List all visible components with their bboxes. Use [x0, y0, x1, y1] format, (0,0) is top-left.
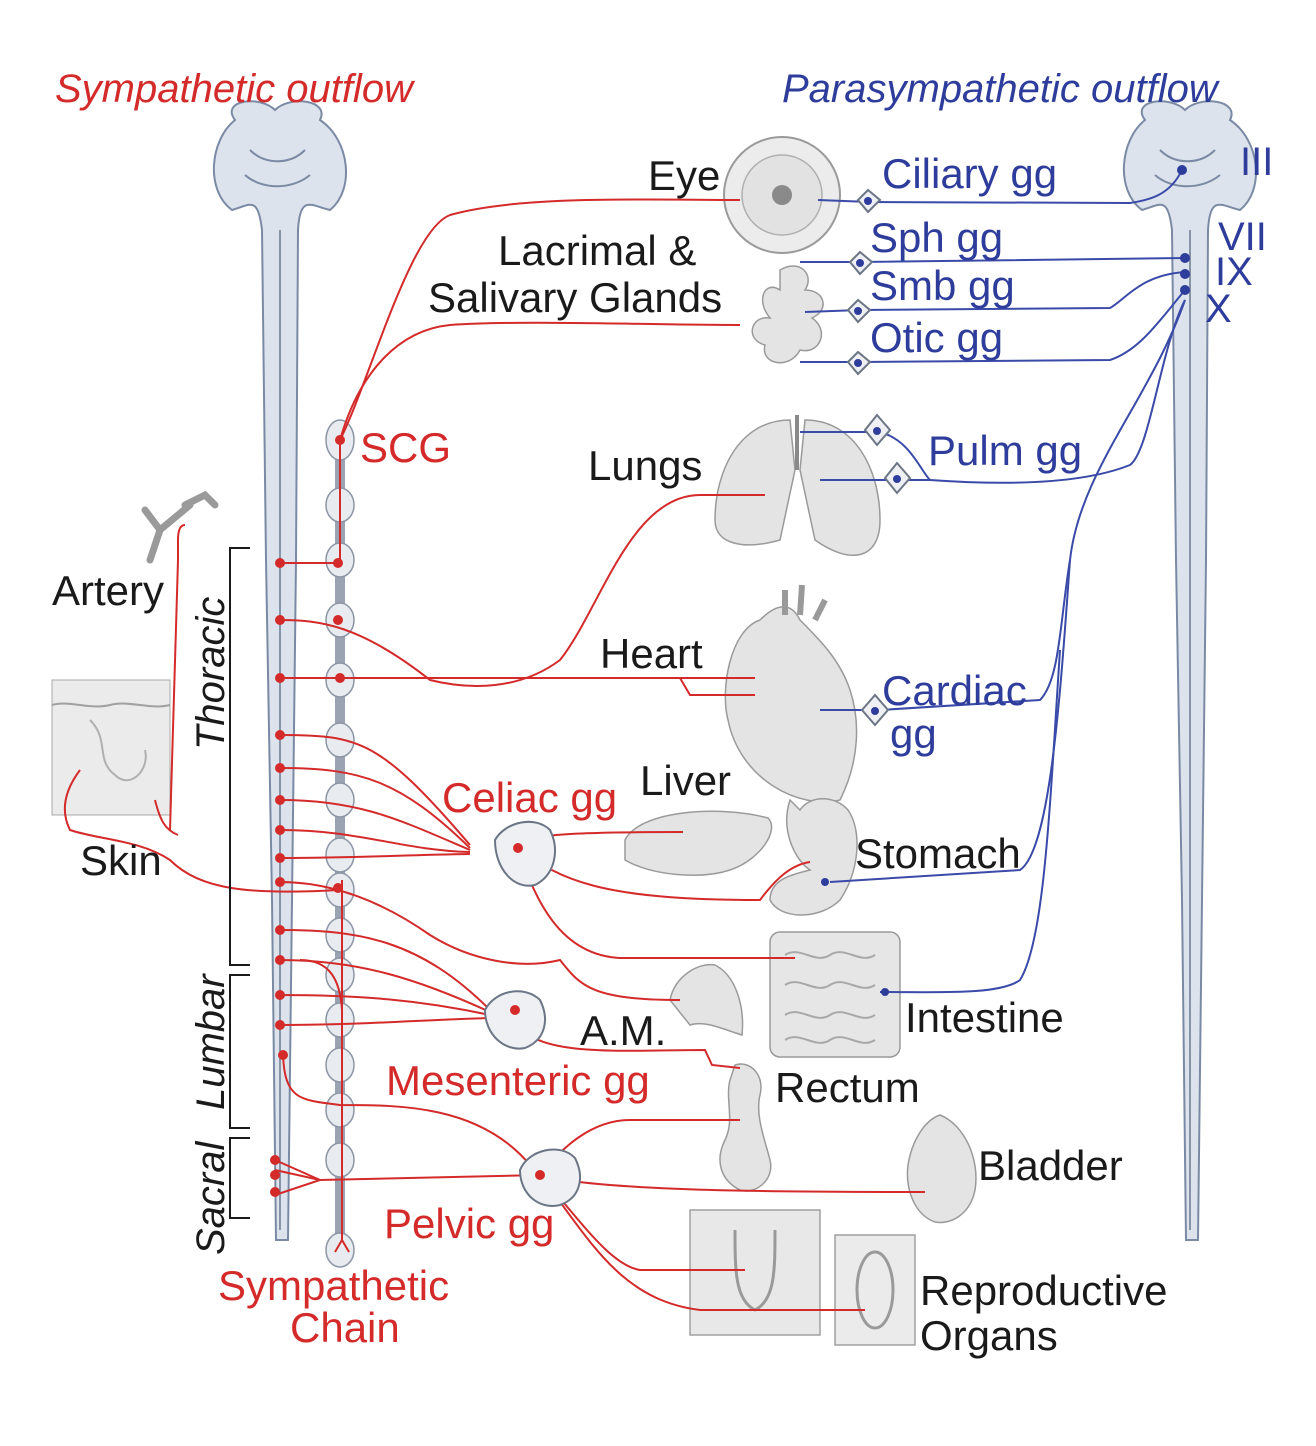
liver-graphic	[624, 810, 773, 876]
sympathetic-outflow-title: Sympathetic outflow	[55, 67, 416, 111]
adrenal-medulla-graphic	[669, 963, 744, 1036]
sphenopalatine-ganglion	[848, 250, 874, 276]
salivary-glands-graphic	[751, 265, 824, 364]
pulm-gg-label: Pulm gg	[928, 427, 1082, 474]
intestine-graphic	[769, 931, 901, 1058]
preganglionic-dot	[270, 1170, 280, 1180]
eye-label: Eye	[648, 152, 720, 199]
preganglionic-dot	[275, 1020, 285, 1030]
reproductive-organs-label-line1: Reproductive	[920, 1267, 1167, 1314]
sympathetic-chain-ganglion	[325, 1047, 355, 1083]
cranial-nerve-x-label: X	[1205, 287, 1232, 331]
artery-graphic	[141, 490, 219, 564]
sympathetic-chain-ganglion	[325, 782, 355, 818]
cardiac-gg-label-line1: Cardiac	[882, 667, 1027, 714]
pelvic-gg-label: Pelvic gg	[384, 1200, 554, 1247]
lungs-label: Lungs	[588, 442, 702, 489]
celiac-ganglion	[493, 820, 556, 887]
preganglionic-dot	[275, 763, 285, 773]
sacral-region-label: Sacral	[189, 1141, 233, 1255]
preganglionic-dot	[275, 925, 285, 935]
scg-label: SCG	[360, 424, 451, 471]
preganglionic-dot	[270, 1187, 280, 1197]
mesenteric-ganglion	[483, 990, 546, 1050]
sympathetic-chain-ganglion	[325, 1232, 355, 1268]
sympathetic-chain-ganglion	[325, 837, 355, 873]
sympathetic-chain-ganglion	[325, 1142, 355, 1178]
heart-graphic	[724, 584, 858, 803]
preganglionic-dot	[270, 1155, 280, 1165]
preganglionic-dot	[278, 1050, 288, 1060]
pulmonary-ganglia	[863, 413, 912, 495]
cranial-nerve-ix-label: IX	[1215, 250, 1253, 294]
smb-gg-label: Smb gg	[870, 262, 1015, 309]
parasympathetic-pathways	[800, 169, 1186, 994]
organ-graphics	[51, 136, 977, 1346]
glands-label-line2: Salivary Glands	[428, 274, 722, 321]
adrenal-medulla-label: A.M.	[580, 1007, 666, 1054]
preganglionic-dot	[275, 795, 285, 805]
sympathetic-chain-ganglion	[325, 1002, 355, 1038]
artery-label: Artery	[52, 567, 164, 614]
sympathetic-chain-label-line1: Sympathetic	[218, 1262, 449, 1309]
cranial-nerve-iii-label: III	[1240, 140, 1273, 184]
chain-descending-fiber	[334, 880, 350, 1253]
ciliary-ganglion	[856, 188, 882, 214]
bladder-label: Bladder	[978, 1142, 1123, 1189]
rectum-label: Rectum	[775, 1064, 920, 1111]
intestine-label: Intestine	[905, 994, 1064, 1041]
liver-label: Liver	[640, 757, 731, 804]
rectum-graphic	[719, 1063, 772, 1192]
bladder-graphic	[906, 1114, 977, 1224]
parasympathetic-outflow-title: Parasympathetic outflow	[782, 67, 1221, 111]
thoracic-region-label: Thoracic	[189, 597, 233, 750]
reproductive-organs-graphic	[689, 1209, 916, 1346]
lungs-graphic	[714, 415, 881, 556]
sympathetic-chain-ganglion	[325, 1092, 355, 1128]
region-brackets	[229, 547, 250, 1219]
ciliary-gg-label: Ciliary gg	[882, 150, 1057, 197]
skin-graphic	[51, 679, 171, 816]
preganglionic-dot	[275, 615, 285, 625]
stomach-label: Stomach	[855, 830, 1021, 877]
right-spinal-cord	[1122, 100, 1257, 1241]
preganglionic-dot	[333, 883, 343, 893]
preganglionic-dot	[275, 825, 285, 835]
reproductive-organs-label-line2: Organs	[920, 1312, 1058, 1359]
cardiac-gg-label-line2: gg	[890, 710, 937, 757]
preganglionic-dot	[275, 673, 285, 683]
mesenteric-gg-label: Mesenteric gg	[386, 1057, 650, 1104]
pelvic-ganglion	[518, 1148, 581, 1207]
preganglionic-dot	[275, 877, 285, 887]
cranial-nerve-vii-label: VII	[1218, 215, 1267, 259]
sympathetic-chain-label-line2: Chain	[290, 1304, 400, 1351]
eye-graphic	[723, 136, 841, 254]
otic-ganglion	[846, 350, 872, 376]
glands-label-line1: Lacrimal &	[498, 227, 696, 274]
heart-label: Heart	[600, 630, 703, 677]
submandibular-ganglion	[846, 298, 872, 324]
sympathetic-pathways	[63, 198, 926, 1311]
sympathetic-preganglionic-dots	[270, 435, 345, 1197]
preganglionic-dot	[335, 673, 345, 683]
preganglionic-dot	[275, 990, 285, 1000]
nucleus-dots	[821, 165, 1190, 996]
ganglia	[483, 165, 1190, 1207]
preganglionic-dot	[275, 730, 285, 740]
cardiac-ganglion	[860, 693, 890, 727]
sph-gg-label: Sph gg	[870, 214, 1003, 261]
celiac-gg-label: Celiac gg	[442, 774, 617, 821]
otic-gg-label: Otic gg	[870, 314, 1003, 361]
preganglionic-dot	[275, 955, 285, 965]
preganglionic-dot	[333, 615, 343, 625]
stomach-graphic	[769, 798, 858, 916]
preganglionic-dot	[275, 853, 285, 863]
skin-label: Skin	[80, 837, 162, 884]
preganglionic-dot	[275, 558, 285, 568]
preganglionic-dot	[333, 558, 343, 568]
lumbar-region-label: Lumbar	[189, 973, 233, 1110]
preganglionic-dot	[335, 435, 345, 445]
